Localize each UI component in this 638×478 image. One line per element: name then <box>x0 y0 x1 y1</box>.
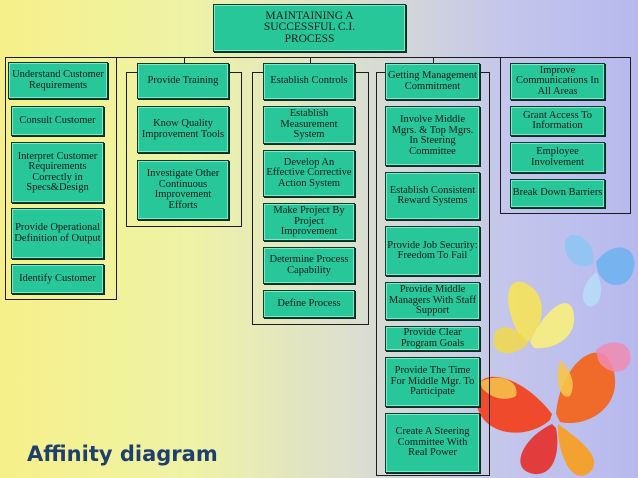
card-staff-support: Provide Middle Managers With Staff Suppo… <box>385 282 480 320</box>
connector-bar <box>5 57 631 58</box>
group-understand-customer <box>5 57 117 300</box>
card-reward-systems: Establish Consistent Reward Systems <box>385 172 480 220</box>
pink-butterfly-icon <box>596 342 631 372</box>
card-time-for-managers: Provide The Time For Middle Mgr. To Part… <box>385 357 480 407</box>
group-communications <box>500 57 631 214</box>
footer-caption: Affinity diagram <box>27 442 218 466</box>
header-understand-customer: Understand Customer Requirements <box>8 62 108 99</box>
red-butterfly-icon <box>475 352 616 476</box>
card-measurement-system: Establish Measurement System <box>263 106 355 144</box>
card-operational-definition: Provide Operational Definition of Output <box>11 208 104 259</box>
header-establish-controls: Establish Controls <box>263 63 355 100</box>
card-know-qi-tools: Know Quality Improvement Tools <box>137 106 229 153</box>
card-corrective-action: Develop An Effective Corrective Action S… <box>263 150 355 197</box>
card-consult-customer: Consult Customer <box>11 106 104 136</box>
card-employee-involvement: Employee Involvement <box>510 142 605 173</box>
card-process-capability: Determine Process Capability <box>263 247 355 284</box>
card-job-security: Provide Job Security: Freedom To Fail <box>385 226 480 276</box>
card-define-process: Define Process <box>263 290 355 318</box>
header-communications: Improve Communications In All Areas <box>510 63 605 100</box>
blue-butterfly-icon <box>564 234 635 307</box>
diagram-title: MAINTAINING A SUCCESSFUL C.I. PROCESS <box>213 4 406 52</box>
header-management-commitment: Getting Management Commitment <box>385 63 480 100</box>
card-break-barriers: Break Down Barriers <box>510 179 605 208</box>
card-involve-managers: Involve Middle Mgrs. & Top Mgrs. In Stee… <box>385 106 480 166</box>
header-provide-training: Provide Training <box>137 63 229 99</box>
card-interpret-requirements: Interpret Customer Requirements Correctl… <box>11 142 104 203</box>
card-access-information: Grant Access To Information <box>510 106 605 136</box>
yellow-butterfly-icon <box>493 281 575 354</box>
card-steering-committee: Create A Steering Committee With Real Po… <box>385 413 480 473</box>
card-program-goals: Provide Clear Program Goals <box>385 326 480 351</box>
card-identify-customer: Identify Customer <box>11 264 104 294</box>
card-project-improvement: Make Project By Project Improvement <box>263 203 355 241</box>
card-investigate-efforts: Investigate Other Continuous Improvement… <box>137 160 229 220</box>
